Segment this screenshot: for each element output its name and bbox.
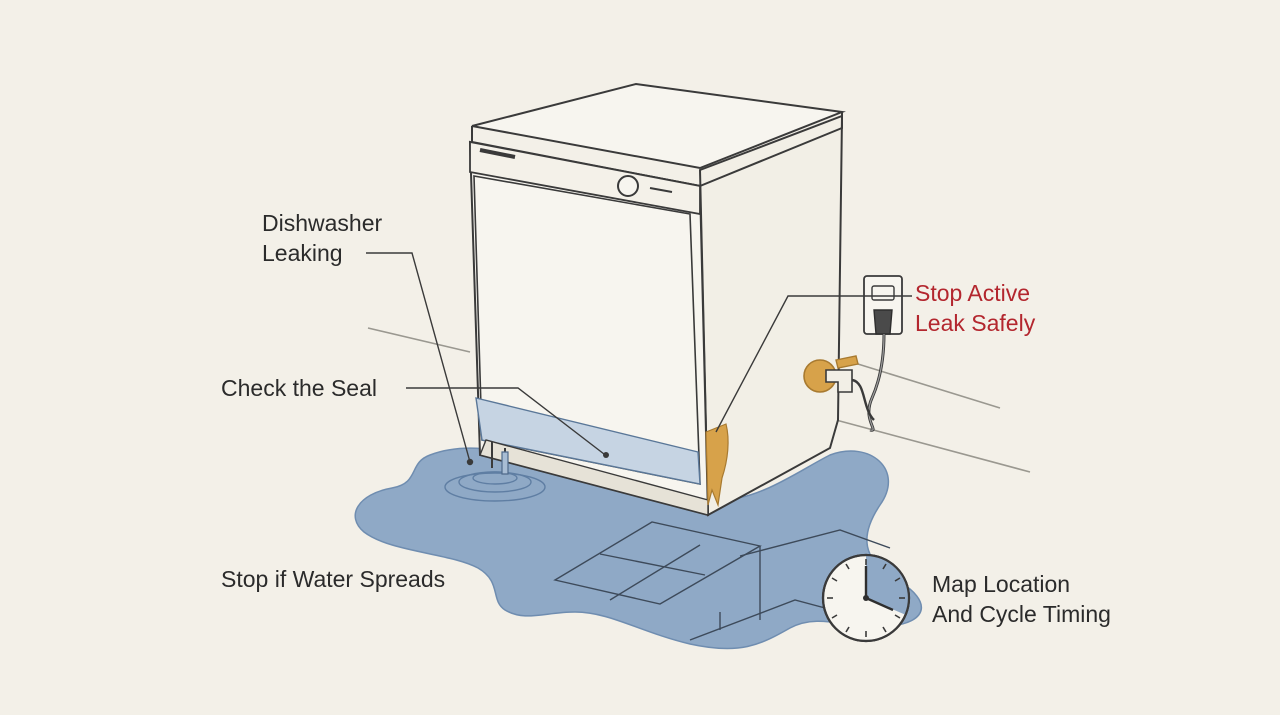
power-outlet-icon <box>863 275 903 432</box>
label-map-location: Map Location And Cycle Timing <box>932 569 1111 629</box>
rust-stain <box>705 423 729 508</box>
control-knob <box>617 175 639 197</box>
control-panel <box>469 140 701 216</box>
leader-seal <box>406 387 605 455</box>
label-stop-spread: Stop if Water Spreads <box>221 564 445 594</box>
label-dishwasher-leaking-line2: Leaking <box>262 240 343 266</box>
floor-grid <box>553 521 891 641</box>
leader-leaking <box>366 252 471 463</box>
label-stop-spread-text: Stop if Water Spreads <box>221 566 446 592</box>
label-check-seal-text: Check the Seal <box>221 375 377 401</box>
label-check-seal: Check the Seal <box>221 373 377 403</box>
leader-stop <box>715 295 912 433</box>
label-stop-leak-line1: Stop Active <box>915 280 1031 306</box>
label-dishwasher-leaking-line1: Dishwasher <box>262 210 383 236</box>
label-map-location-line1: Map Location <box>932 571 1071 597</box>
room-lines <box>367 327 1031 473</box>
label-dishwasher-leaking: Dishwasher Leaking <box>262 208 382 268</box>
label-map-location-line2: And Cycle Timing <box>932 601 1111 627</box>
water-valve-icon <box>803 355 875 421</box>
label-stop-leak: Stop Active Leak Safely <box>915 278 1035 338</box>
label-stop-leak-line2: Leak Safely <box>915 310 1036 336</box>
water-drip <box>501 451 509 475</box>
clock-icon <box>821 553 911 643</box>
seal-point <box>603 452 609 458</box>
ripples <box>444 471 546 502</box>
callout-lines <box>366 252 912 466</box>
